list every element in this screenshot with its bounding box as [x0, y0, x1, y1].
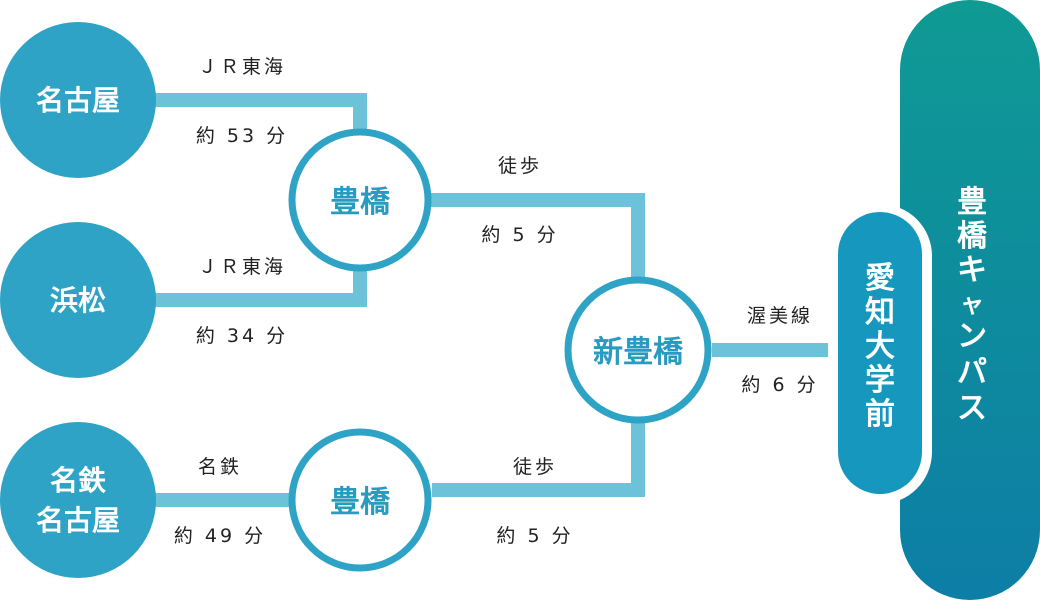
route-lines: [150, 93, 850, 507]
station-aichidaigakumae: [838, 212, 922, 494]
station-aichidaigakumae-label: 愛 知 大 学 前: [865, 261, 895, 432]
station-char: 学: [865, 363, 895, 398]
station-char: 知: [865, 295, 895, 330]
route-hamamatsu-time: 約 34 分: [196, 325, 288, 347]
campus-char: 豊: [957, 185, 987, 220]
hub-toyohashi-jr-label: 豊橋: [330, 185, 391, 220]
line-meitetsu-toyohashi-shintoyohashi: [432, 415, 645, 497]
origin-meitetsu-label-line1: 名鉄: [50, 464, 106, 497]
hub-toyohashi-jr: [288, 128, 432, 272]
station-char: 前: [865, 397, 895, 432]
route-atsumi-time: 約 6 分: [741, 374, 818, 396]
origin-meitetsu-nagoya: [0, 422, 156, 578]
origin-hamamatsu: [0, 222, 156, 378]
campus-label: 豊 橋 キ ャ ン パ ス: [957, 185, 988, 426]
origin-nagoya: [0, 22, 156, 178]
line-nagoya-toyohashi: [150, 93, 367, 135]
hub-toyohashi-meitetsu-label: 豊橋: [330, 485, 391, 520]
campus-char: パ: [957, 355, 987, 390]
route-walk-top-time: 約 5 分: [481, 224, 558, 246]
origin-hamamatsu-label: 浜松: [50, 284, 106, 317]
hub-shin-toyohashi: [564, 276, 712, 424]
origin-nagoya-label: 名古屋: [36, 84, 120, 117]
route-atsumi-line: 渥美線: [747, 305, 813, 327]
station-char: 大: [865, 329, 895, 364]
campus-char: ス: [957, 391, 987, 426]
route-walk-bottom-time: 約 5 分: [496, 525, 573, 547]
line-hamamatsu-toyohashi: [150, 265, 367, 307]
route-nagoya-time: 約 53 分: [196, 125, 288, 147]
line-toyohashi-shintoyohashi: [425, 193, 645, 285]
route-meitetsu-line: 名鉄: [198, 456, 242, 478]
campus-char: キ: [957, 253, 987, 288]
route-nagoya-line: ＪＲ東海: [198, 56, 286, 78]
route-hamamatsu-line: ＪＲ東海: [198, 256, 286, 278]
station-char: 愛: [865, 261, 895, 296]
campus-char: 橋: [957, 219, 988, 254]
campus-block: [900, 0, 1040, 600]
route-meitetsu-time: 約 49 分: [174, 525, 266, 547]
hub-toyohashi-meitetsu: [288, 428, 432, 572]
origin-meitetsu-label-line2: 名古屋: [36, 504, 120, 537]
route-walk-bottom-mode: 徒歩: [513, 456, 557, 478]
campus-char: ャ: [960, 290, 984, 318]
route-walk-top-mode: 徒歩: [498, 155, 542, 177]
campus-char: ン: [957, 319, 987, 354]
hub-shin-toyohashi-label: 新豊橋: [593, 335, 684, 370]
